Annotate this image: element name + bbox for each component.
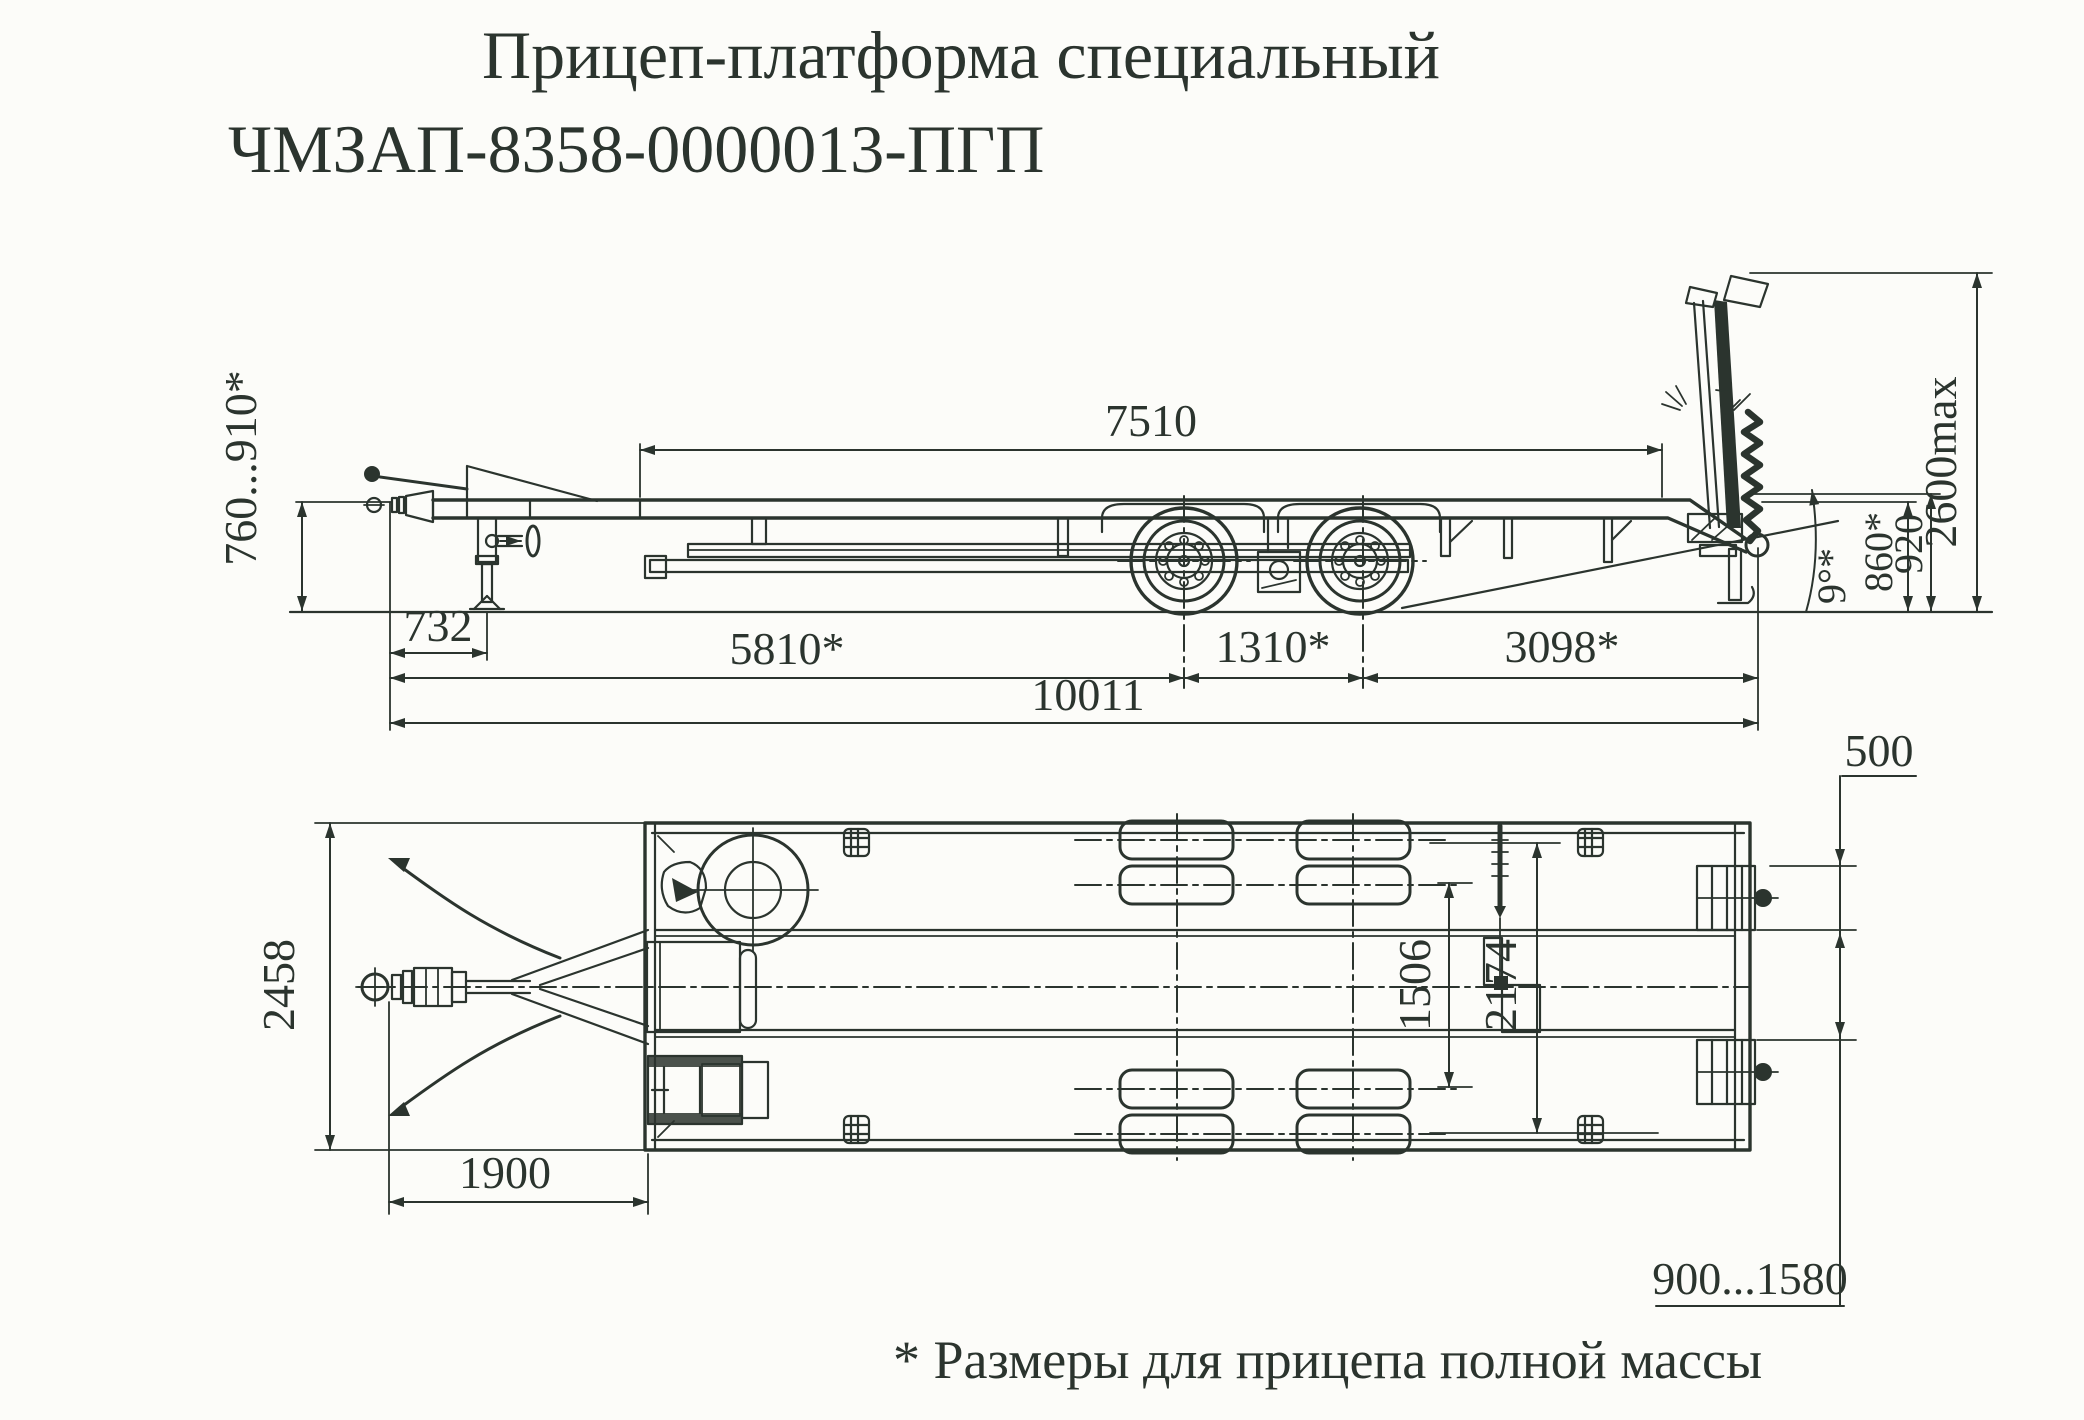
ramp-hooks <box>1661 385 1751 415</box>
title-block: Прицеп-платформа специальный ЧМЗАП-8358-… <box>228 17 1440 187</box>
ramp-folded <box>1661 274 1770 558</box>
hitch-side <box>363 464 599 524</box>
dim-axle-spacing: 1310* <box>1216 621 1331 672</box>
gooseneck-gusset <box>465 464 599 520</box>
dim-hitch-axle1: 5810* <box>730 623 845 674</box>
ramps-top <box>1695 864 1779 1106</box>
dim-overall-width: 2458 <box>253 939 304 1031</box>
dim-overall-length: 10011 <box>1031 669 1144 720</box>
ramp-hinge-pin <box>1744 532 1770 558</box>
tie-down-points <box>842 827 1605 1145</box>
wheel-centerlines-top <box>1074 813 1463 1161</box>
dim-axle2-rear: 3098* <box>1505 621 1620 672</box>
toolbox <box>646 1054 770 1126</box>
footnote: * Размеры для прицепа полной массы <box>893 1330 1762 1390</box>
spare-wheel <box>660 827 819 953</box>
dim-ramp-angle: 9°* <box>1809 548 1854 604</box>
side-view: 7510 760...910* 732 5810* 1310* 3098* 10… <box>215 272 1994 731</box>
dim-hitch-height: 760...910* <box>215 370 266 566</box>
safety-cable-upper <box>398 864 562 960</box>
dim-deck-height: 920 <box>1886 514 1931 574</box>
dim-hitch-platform: 1900 <box>459 1147 551 1198</box>
fender-rear <box>1276 502 1442 534</box>
dim-front-overhang: 732 <box>404 600 473 651</box>
underbody <box>643 516 1633 580</box>
dim-ramp-height: 2600max <box>1915 376 1966 547</box>
rear-assembly <box>1400 512 1840 610</box>
page-title: Прицеп-платформа специальный <box>482 17 1440 93</box>
suspension-bracket <box>1256 516 1302 594</box>
parking-brake-lever <box>378 475 469 491</box>
drawbar-top <box>355 858 650 1116</box>
model-number: ЧМЗАП-8358-0000013-ПГП <box>228 111 1044 187</box>
dim-ramp-width: 500 <box>1845 725 1914 776</box>
support-leg <box>468 516 541 611</box>
dim-ramp-spacing: 900...1580 <box>1652 1253 1848 1304</box>
safety-cable-lower <box>398 1014 562 1110</box>
ramp-tip-flap <box>1722 274 1770 309</box>
crank-wheel <box>525 524 541 558</box>
ramp-spring <box>1740 408 1764 545</box>
dim-track-inner: 1506 <box>1389 939 1440 1031</box>
top-dimensions: 2458 1900 1506 2174 500 <box>253 725 1917 1307</box>
wheel-rear <box>1293 506 1427 616</box>
side-dimensions: 7510 760...910* 732 5810* 1310* 3098* 10… <box>215 272 1993 731</box>
dim-deck-length: 7510 <box>1105 395 1197 446</box>
platform <box>357 821 1752 1152</box>
top-view: 2458 1900 1506 2174 500 <box>253 725 1917 1307</box>
dim-track-outer: 2174 <box>1475 939 1526 1031</box>
drawbar-channel <box>645 940 758 1034</box>
dim-deck-height-loaded: 860* <box>1856 512 1901 592</box>
